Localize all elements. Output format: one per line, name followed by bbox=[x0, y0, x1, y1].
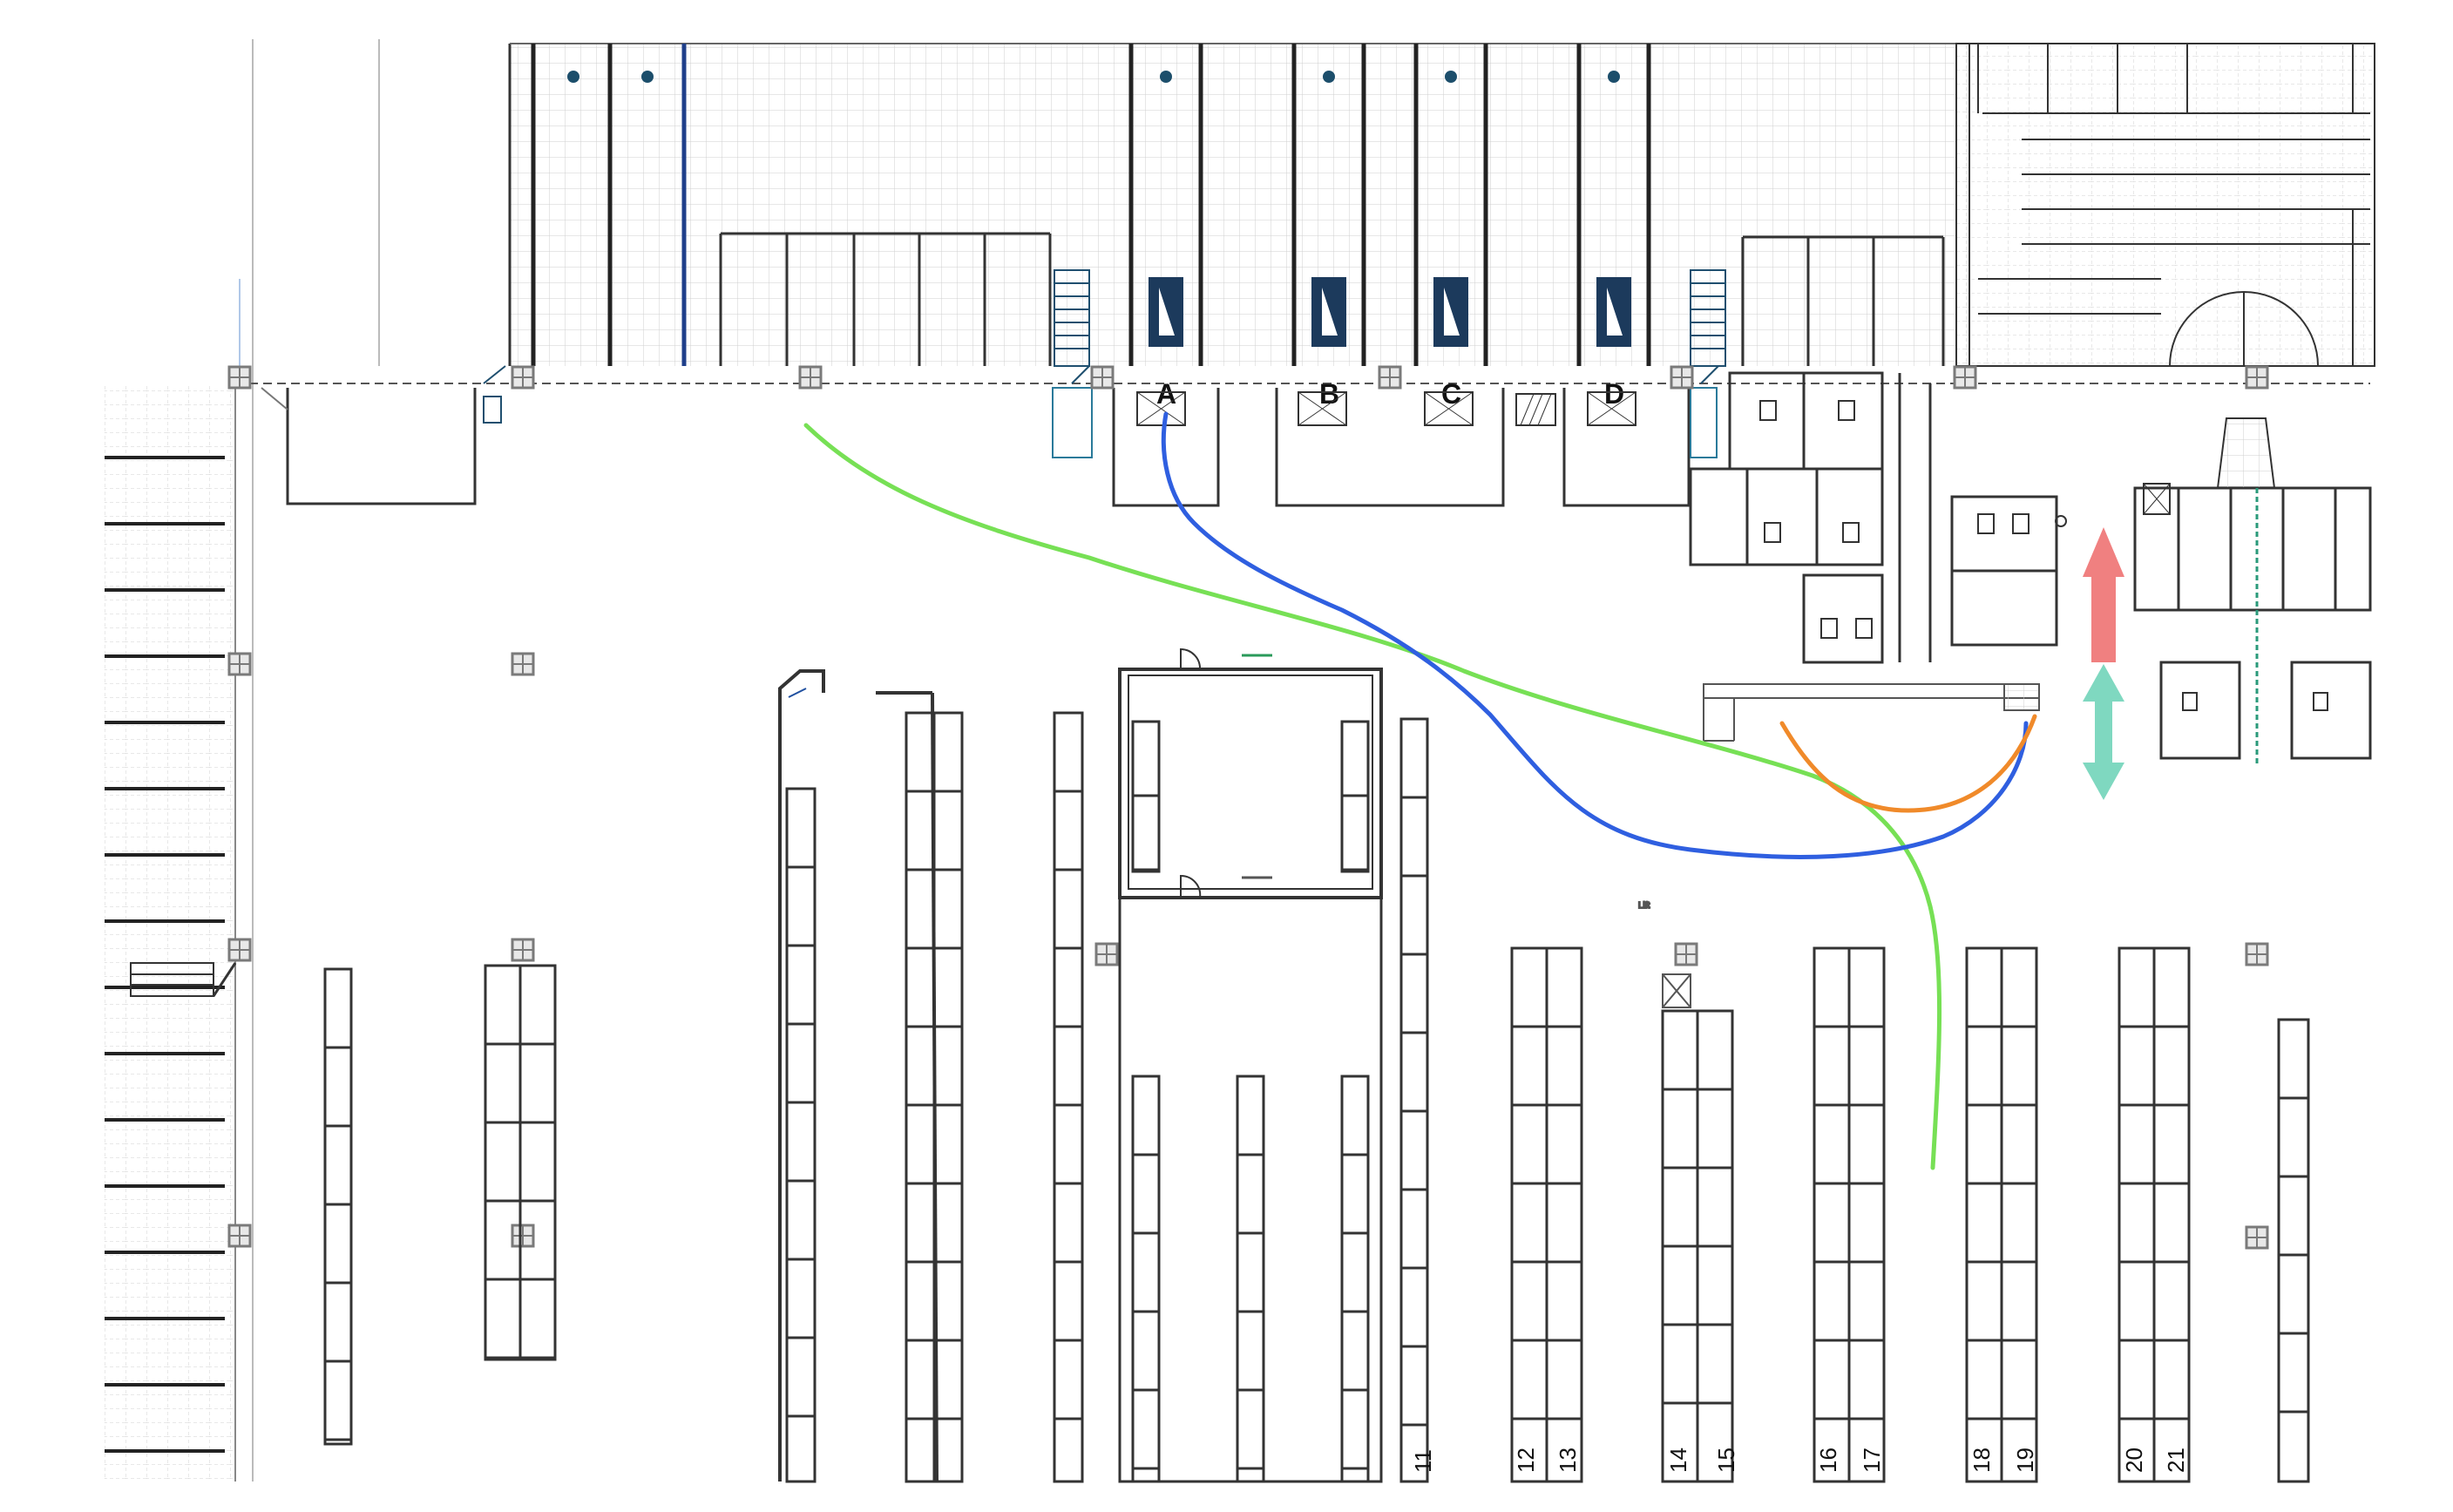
aisle-label-13: 13 bbox=[1555, 1448, 1581, 1473]
rack bbox=[1847, 946, 1886, 1483]
aisle-label-14: 14 bbox=[1665, 1448, 1691, 1473]
aisle-label-18: 18 bbox=[1968, 1448, 1995, 1473]
rack bbox=[1510, 946, 1548, 1483]
rack bbox=[518, 964, 557, 1361]
aisle-label-15: 15 bbox=[1713, 1448, 1739, 1473]
rack bbox=[1236, 1075, 1265, 1483]
left-racking-bars bbox=[105, 456, 225, 1453]
dock-label-b: B bbox=[1319, 378, 1339, 410]
teal-updown-arrow bbox=[2083, 664, 2124, 800]
station-label: Lift bbox=[1638, 901, 1650, 911]
rack bbox=[2118, 946, 2156, 1483]
far-left-racks bbox=[323, 964, 557, 1446]
dock-label-c: C bbox=[1441, 378, 1461, 410]
left-partition bbox=[778, 669, 939, 1482]
equipment-station: Lift bbox=[1637, 900, 1691, 1008]
left-racking bbox=[105, 383, 236, 1481]
office-building-right bbox=[1955, 43, 2375, 367]
rack bbox=[1965, 946, 2003, 1483]
dock-bay-b bbox=[1291, 44, 1366, 366]
green-route bbox=[803, 423, 1942, 1170]
rack bbox=[1813, 946, 1851, 1483]
aisle-label-12: 12 bbox=[1513, 1448, 1539, 1473]
aisle-label-17: 17 bbox=[1859, 1448, 1885, 1473]
rack bbox=[2152, 946, 2191, 1483]
dock-label-d: D bbox=[1604, 378, 1624, 410]
dock-door-symbols bbox=[483, 365, 1719, 458]
aisle-labels: 11 12 13 14 15 16 17 18 19 20 21 bbox=[1410, 1448, 2189, 1473]
pillars bbox=[227, 365, 2269, 1250]
aisle-label-16: 16 bbox=[1815, 1448, 1841, 1473]
rack bbox=[1340, 1075, 1370, 1483]
dock-enclosures bbox=[261, 387, 1691, 507]
rack bbox=[1545, 946, 1583, 1483]
red-up-arrow bbox=[2083, 527, 2124, 662]
aisle-label-20: 20 bbox=[2121, 1448, 2147, 1473]
routes bbox=[803, 411, 2037, 1170]
aisle-label-11: 11 bbox=[1410, 1449, 1436, 1473]
rack bbox=[932, 711, 964, 1483]
rack bbox=[1053, 711, 1084, 1483]
central-room bbox=[1118, 648, 1383, 1483]
rack bbox=[2277, 1018, 2310, 1483]
dock-bay-d bbox=[1576, 44, 1651, 366]
door-marker bbox=[641, 71, 654, 83]
rack-rows bbox=[323, 711, 2310, 1483]
dock-bay-c bbox=[1413, 44, 1488, 366]
rack bbox=[2000, 946, 2038, 1483]
rack bbox=[323, 967, 353, 1446]
rack bbox=[785, 787, 817, 1483]
aisle-label-21: 21 bbox=[2163, 1448, 2189, 1473]
stair-left bbox=[1054, 269, 1090, 367]
blue-route bbox=[1161, 411, 2029, 859]
conveyor-strip bbox=[1703, 683, 2040, 742]
stair-right bbox=[1690, 269, 1726, 367]
rack bbox=[905, 711, 936, 1483]
arrows bbox=[2083, 527, 2124, 800]
door-marker bbox=[567, 71, 579, 83]
rack bbox=[484, 964, 522, 1361]
dock-building bbox=[235, 39, 2375, 1481]
right-room-cluster bbox=[2133, 417, 2372, 767]
dock-grid-area bbox=[510, 44, 1956, 366]
dock-bay-a bbox=[1128, 44, 1203, 366]
orange-route bbox=[1779, 714, 2037, 813]
ramp-detail bbox=[130, 962, 237, 997]
rack bbox=[1399, 717, 1429, 1483]
office-block bbox=[1689, 371, 2067, 664]
aisle-label-19: 19 bbox=[2012, 1448, 2038, 1473]
rack bbox=[1131, 1075, 1161, 1483]
